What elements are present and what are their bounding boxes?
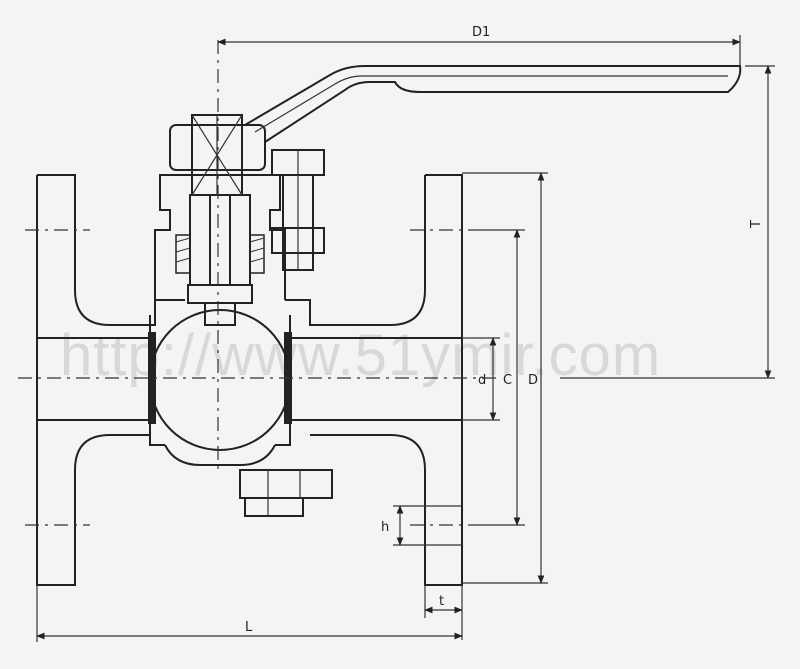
dim-t-height-label: T (749, 220, 764, 229)
dim-d1: D1 (217, 25, 741, 66)
handle (244, 65, 742, 143)
packing (175, 234, 265, 274)
dim-h: h (381, 505, 462, 546)
dim-c-label: C (503, 373, 512, 388)
body-bolt (239, 469, 333, 517)
dim-d-outer-label: D (528, 373, 538, 388)
dim-d-outer: D (462, 172, 548, 584)
dim-c: C (475, 229, 525, 526)
centerlines (18, 40, 775, 526)
dim-h-label: h (381, 520, 389, 535)
dim-d: d (462, 337, 500, 421)
dim-t-flange-label: t (439, 594, 444, 609)
dim-t-flange: t (424, 585, 463, 640)
body-neck (154, 174, 286, 326)
right-flange (285, 174, 463, 586)
left-seat (148, 332, 156, 424)
ball (149, 309, 291, 466)
dim-l: L (36, 585, 463, 642)
dim-t-height: T (745, 65, 775, 379)
gland-bolt (271, 149, 325, 271)
dim-l-label: L (245, 620, 253, 635)
dim-d1-label: D1 (472, 25, 490, 40)
dim-d-label: d (478, 373, 486, 388)
stem (175, 194, 265, 286)
left-flange (36, 174, 185, 586)
watermark: http://www.51ymir.com (60, 323, 661, 388)
